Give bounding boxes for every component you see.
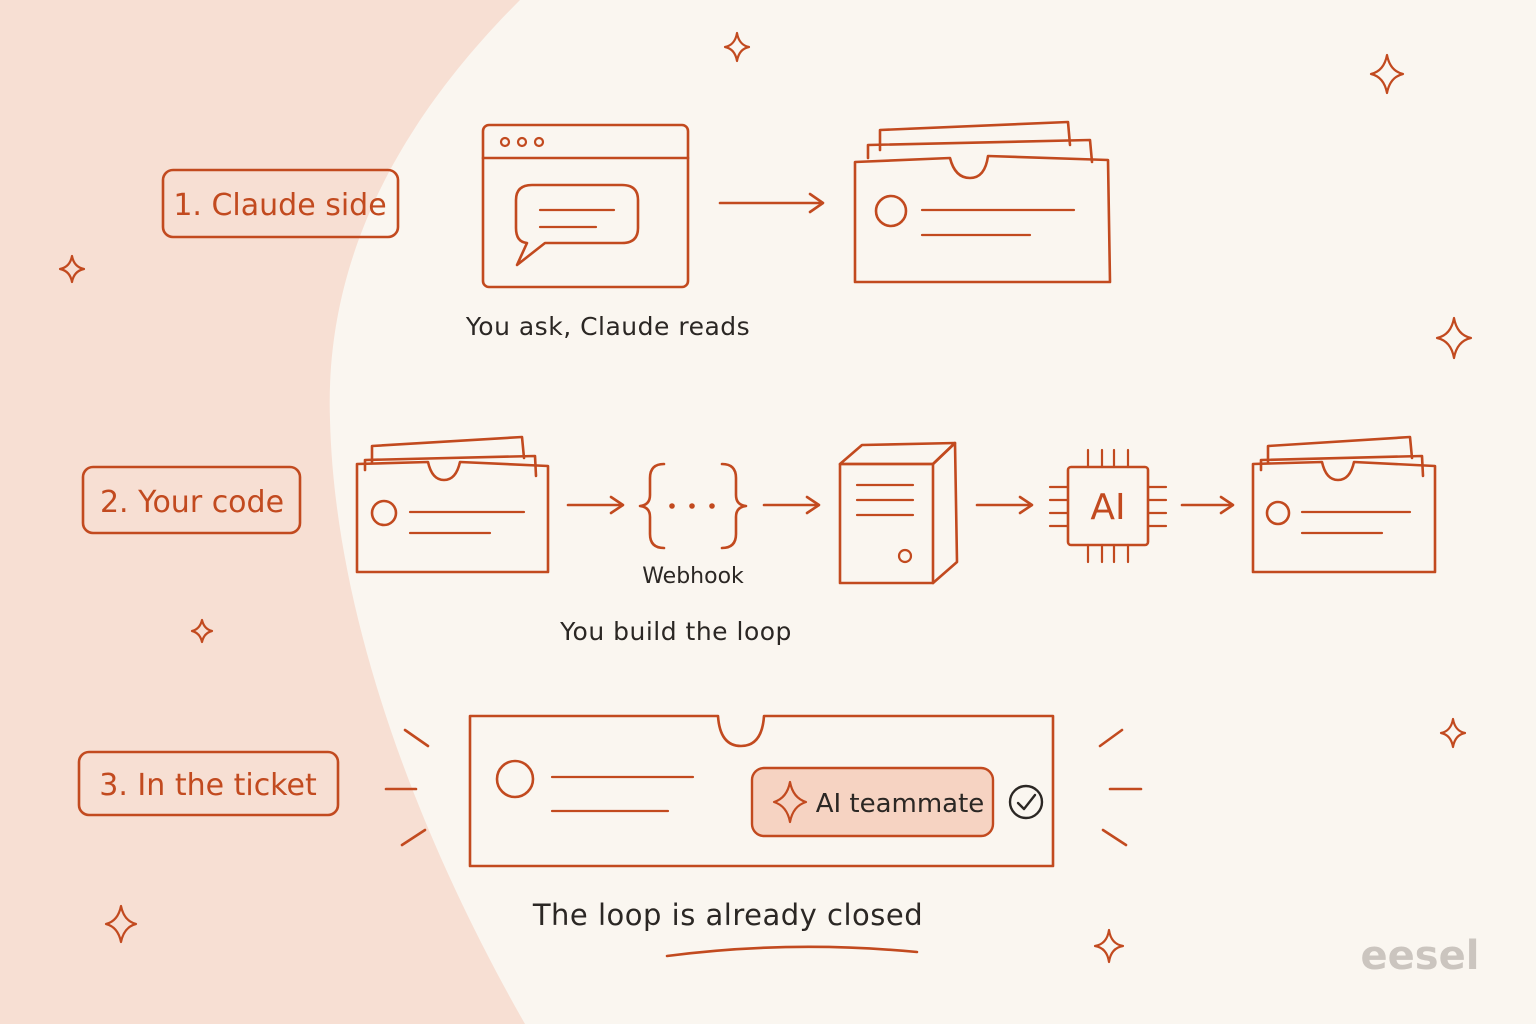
browser-chat-icon bbox=[481, 123, 690, 289]
step-1-caption: You ask, Claude reads bbox=[465, 312, 750, 341]
sparkle-icon bbox=[723, 31, 751, 63]
arrow-2d bbox=[1180, 495, 1235, 515]
check-circle-icon bbox=[1008, 784, 1044, 820]
step-1-label-box bbox=[161, 168, 400, 239]
step-2-row: 2. Your code Webhook bbox=[81, 435, 1437, 646]
step-2-caption: You build the loop bbox=[559, 617, 792, 646]
arrow-2c bbox=[975, 495, 1034, 515]
sparkle-icon bbox=[1435, 316, 1473, 360]
step-2-label-box bbox=[81, 465, 302, 535]
ai-teammate-badge: AI teammate bbox=[750, 766, 995, 838]
ticket-stack-icon bbox=[355, 435, 550, 574]
step-3-caption: The loop is already closed bbox=[532, 898, 923, 932]
ticket-stack-icon bbox=[1251, 435, 1437, 574]
step-3-row: 3. In the ticket AI teammate bbox=[77, 714, 1143, 958]
decorative-sparkles bbox=[58, 31, 1473, 964]
ai-chip-icon: AI bbox=[1048, 448, 1168, 564]
arrow-2a bbox=[566, 495, 625, 515]
step-1-label: 1. Claude side bbox=[173, 188, 386, 223]
ticket-card bbox=[468, 714, 1055, 868]
sparkle-icon bbox=[190, 618, 214, 644]
ticket-stack-icon bbox=[853, 120, 1112, 284]
ai-teammate-label: AI teammate bbox=[816, 789, 985, 819]
brand-logo: eesel bbox=[1361, 933, 1480, 979]
sparkle-icon bbox=[1369, 53, 1405, 95]
sparkle-icon bbox=[104, 904, 138, 944]
step-2-label: 2. Your code bbox=[100, 485, 284, 520]
sparkle-icon bbox=[1439, 717, 1467, 749]
caption-underline bbox=[665, 945, 919, 958]
sparkle-icon bbox=[58, 254, 86, 284]
webhook-label: Webhook bbox=[642, 564, 744, 589]
webhook-braces-icon bbox=[638, 462, 748, 550]
step-1-row: 1. Claude side You ask, Claude reads bbox=[161, 120, 1112, 341]
arrow-1 bbox=[718, 192, 825, 214]
emphasis-strokes bbox=[384, 728, 1143, 847]
step-3-label: 3. In the ticket bbox=[99, 768, 317, 803]
sparkle-icon bbox=[1093, 928, 1125, 964]
server-icon bbox=[838, 441, 959, 585]
background-arc bbox=[0, 0, 525, 1024]
step-3-label-box bbox=[77, 750, 340, 817]
arrow-2b bbox=[762, 495, 821, 515]
ai-chip-label: AI bbox=[1090, 487, 1125, 528]
sparkle-icon bbox=[772, 780, 808, 824]
